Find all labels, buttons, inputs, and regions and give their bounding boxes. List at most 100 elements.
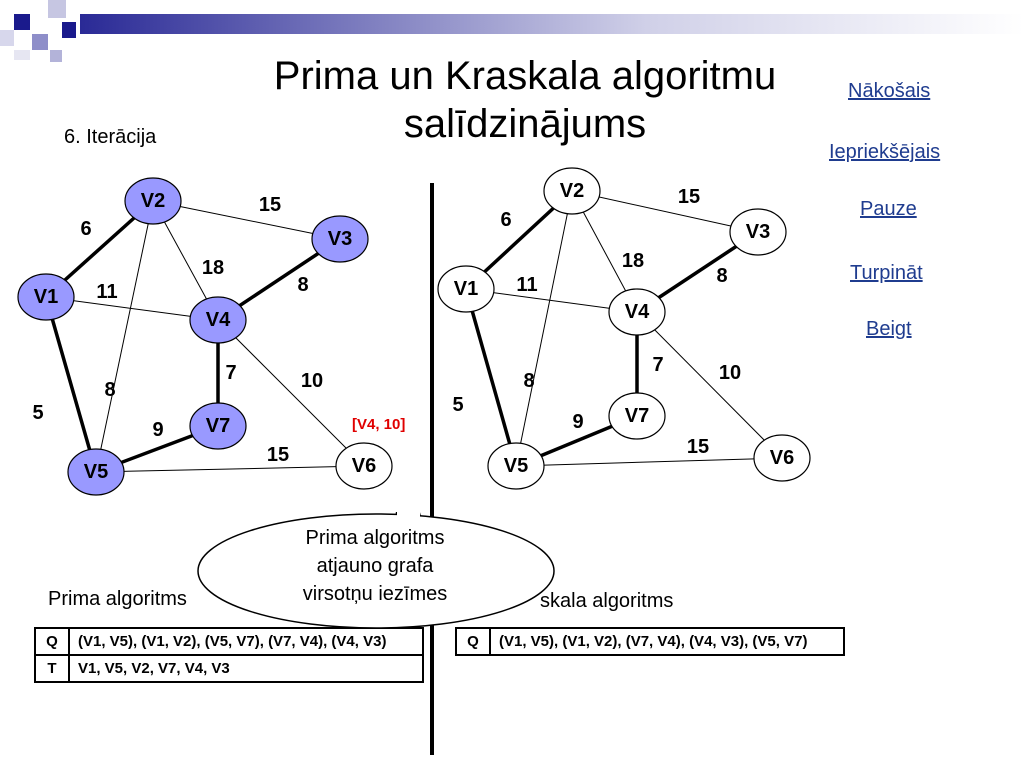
edge-weight-label: 10 xyxy=(719,362,741,384)
edge-weight-label: 6 xyxy=(500,209,511,231)
node-annotation: [V4, 10] xyxy=(352,416,406,433)
node-label: V2 xyxy=(560,180,584,202)
divider-line xyxy=(430,183,434,755)
edge-weight-label: 6 xyxy=(80,218,91,240)
node-label: V3 xyxy=(328,228,352,250)
edge-weight-label: 8 xyxy=(297,274,308,296)
graph-edge xyxy=(95,465,365,473)
edge-weight-label: 8 xyxy=(104,379,115,401)
callout-ellipse xyxy=(197,513,555,629)
graph-node-v4: V4 xyxy=(608,288,666,336)
node-label: V2 xyxy=(141,190,165,212)
graph-edge xyxy=(95,200,154,473)
graph-edge xyxy=(44,296,98,473)
node-label: V6 xyxy=(770,447,794,469)
table-cell-key: Q xyxy=(34,627,70,656)
graph-node-v3: V3 xyxy=(311,215,369,263)
kruskal-table: Q (V1, V5), (V1, V2), (V7, V4), (V4, V3)… xyxy=(455,627,845,656)
callout-join xyxy=(397,512,420,518)
graph-node-v3: V3 xyxy=(729,208,787,256)
node-circle xyxy=(753,434,811,482)
prim-table-label: Prima algoritms xyxy=(48,588,187,610)
edge-weight-label: 11 xyxy=(96,281,117,303)
edge-weight-label: 8 xyxy=(523,370,534,392)
callout-line-3: virsotņu iezīmes xyxy=(302,583,448,605)
graph-node-v7: V7 xyxy=(189,402,247,450)
next-link[interactable]: Nākošais xyxy=(848,80,931,102)
table-row: Q (V1, V5), (V1, V2), (V5, V7), (V7, V4)… xyxy=(34,627,424,656)
graph-edge xyxy=(152,200,341,240)
table-cell-value: (V1, V5), (V1, V2), (V5, V7), (V7, V4), … xyxy=(68,627,424,656)
graph-node-v6: V6 xyxy=(753,434,811,482)
node-label: V6 xyxy=(352,455,376,477)
edge-weight-label: 7 xyxy=(225,362,236,384)
graph-node-v7: V7 xyxy=(608,392,666,440)
node-circle xyxy=(67,448,125,496)
node-circle xyxy=(608,288,666,336)
node-label: V4 xyxy=(206,309,231,331)
node-circle xyxy=(189,296,247,344)
edge-weight-label: 5 xyxy=(32,402,43,424)
callout-bubble xyxy=(197,512,555,629)
edge-weight-label: 18 xyxy=(202,257,224,279)
pause-link[interactable]: Pauze xyxy=(860,198,917,220)
node-circle xyxy=(124,177,182,225)
node-label: V3 xyxy=(746,221,770,243)
graph-node-v5: V5 xyxy=(487,442,545,490)
node-circle xyxy=(335,442,393,490)
node-label: V5 xyxy=(504,455,528,477)
corner-decoration xyxy=(0,0,1024,70)
continue-link[interactable]: Turpināt xyxy=(850,262,923,284)
end-link[interactable]: Beigt xyxy=(866,318,912,340)
title-line-1: Prima un Kraskala algoritmu xyxy=(273,54,777,98)
edge-weight-label: 10 xyxy=(301,370,323,392)
edge-weight-label: 15 xyxy=(267,444,289,466)
edge-weight-label: 9 xyxy=(152,419,163,441)
edge-weight-label: 15 xyxy=(687,436,709,458)
graph-edge xyxy=(465,288,638,313)
edge-weight-label: 11 xyxy=(516,274,537,296)
edge-weight-label: 9 xyxy=(572,411,583,433)
node-circle xyxy=(189,402,247,450)
graph-node-v2: V2 xyxy=(543,167,601,215)
node-label: V5 xyxy=(84,461,108,483)
edge-weight-label: 5 xyxy=(452,394,463,416)
graph-node-v5: V5 xyxy=(67,448,125,496)
node-circle xyxy=(311,215,369,263)
graph-node-v4: V4 xyxy=(189,296,247,344)
node-label: V1 xyxy=(454,278,478,300)
title-line-2: salīdzinājums xyxy=(403,102,647,146)
node-circle xyxy=(608,392,666,440)
prim-table: Q (V1, V5), (V1, V2), (V5, V7), (V7, V4)… xyxy=(34,627,424,683)
node-label: V4 xyxy=(625,301,650,323)
edge-weight-label: 15 xyxy=(259,194,281,216)
graph-edge xyxy=(515,190,573,467)
table-row: Q (V1, V5), (V1, V2), (V7, V4), (V4, V3)… xyxy=(455,627,845,656)
node-label: V7 xyxy=(625,405,649,427)
graph-edge xyxy=(636,311,783,459)
edge-weight-label: 18 xyxy=(622,250,644,272)
table-row: T V1, V5, V2, V7, V4, V3 xyxy=(34,654,424,683)
graph-node-v1: V1 xyxy=(17,273,75,321)
edge-weight-label: 15 xyxy=(678,186,700,208)
callout-line-2: atjauno grafa xyxy=(316,555,434,577)
node-circle xyxy=(17,273,75,321)
node-label: V7 xyxy=(206,415,230,437)
node-circle xyxy=(487,442,545,490)
callout-text: Prima algoritms atjauno grafa virsotņu i… xyxy=(240,524,510,608)
graph-node-v2: V2 xyxy=(124,177,182,225)
node-circle xyxy=(437,265,495,313)
table-cell-key: Q xyxy=(455,627,491,656)
graph-edge xyxy=(571,190,759,233)
node-circle xyxy=(543,167,601,215)
node-circle xyxy=(729,208,787,256)
graph-node-v6: V6 xyxy=(335,442,393,490)
previous-link[interactable]: Iepriekšējais xyxy=(829,141,941,163)
slide-title: Prima un Kraskala algoritmu salīdzinājum… xyxy=(200,52,850,148)
callout-line-1: Prima algoritms xyxy=(305,527,445,549)
graph-node-v1: V1 xyxy=(437,265,495,313)
edge-weight-label: 7 xyxy=(652,354,663,376)
